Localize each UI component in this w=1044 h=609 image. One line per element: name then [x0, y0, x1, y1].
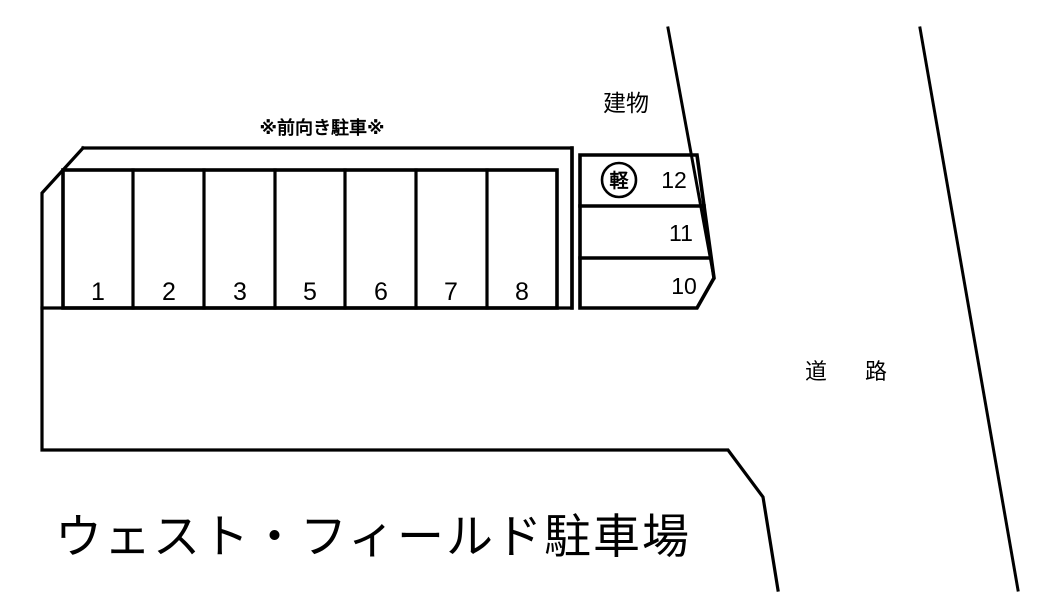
stall-number-7: 7	[444, 278, 458, 306]
stall-number-2: 2	[162, 278, 176, 306]
page-title: ウェスト・フィールド駐車場	[55, 510, 691, 563]
stall-number-3: 3	[233, 278, 247, 306]
kei-badge-circle-icon	[600, 161, 638, 199]
road-label: 道 路	[805, 359, 895, 384]
building-label: 建物	[603, 90, 649, 116]
kei-car-badge: 軽	[600, 161, 638, 199]
lot-left-chamfer	[40, 145, 86, 310]
kei-badge-label: 軽	[609, 170, 629, 192]
stall-number-8: 8	[515, 278, 529, 306]
stall-number-5: 5	[303, 278, 317, 306]
stall-number-12: 12	[661, 167, 687, 193]
left-stall-block-outline	[61, 168, 559, 310]
right-stall-block-outline	[578, 153, 716, 310]
front-parking-note: ※前向き駐車※	[260, 117, 385, 138]
stall-number-11: 11	[669, 220, 693, 246]
building-boundary-diagonal	[666, 26, 716, 280]
stall-number-1: 1	[91, 278, 105, 306]
stall-number-6: 6	[374, 278, 388, 306]
stall-number-10: 10	[671, 273, 697, 299]
road-edge-line	[918, 26, 1020, 592]
